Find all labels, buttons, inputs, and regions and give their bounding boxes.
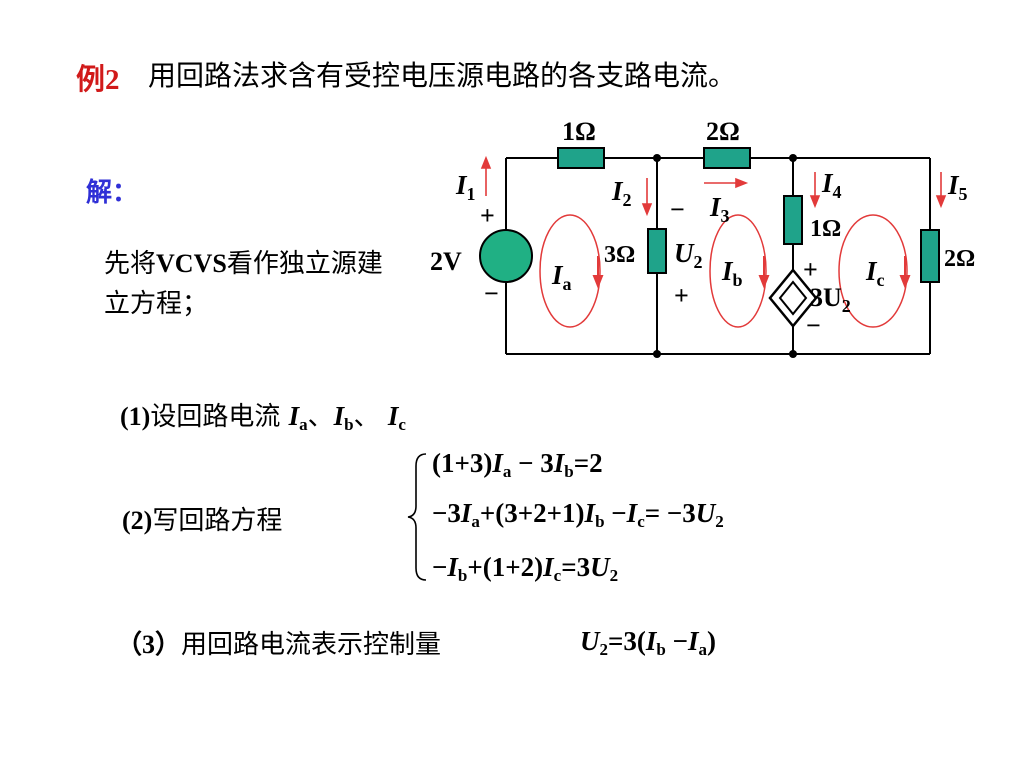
step-2-number: (2) [122,506,153,535]
loop-arrows [592,256,911,289]
page-title: 用回路法求含有受控电压源电路的各支路电流。 [148,59,737,92]
u2-minus-sign: − [670,195,685,224]
solution-note: 先将VCVS看作独立源建立方程； [104,244,384,324]
step-3-number: （3） [116,630,182,659]
label-r-right-1: 1Ω [810,216,841,242]
step-2-text: 写回路方程 [152,506,283,536]
step-1: (1)设回路电流 Ia、Ib、 Ic [120,401,406,434]
dep-plus-sign: + [803,255,818,284]
branch-arrows [480,155,947,217]
step-1-sep2: 、 [353,402,380,432]
dependent-source-inner [778,280,808,316]
label-dep-source: 3U2 [810,283,851,316]
solution-label: 解： [86,178,139,208]
label-Ia: Ia [551,260,572,294]
control-equation: U2=3(Ib −Ia) [580,626,717,659]
equation-3: −Ib+(1+2)Ic=3U2 [432,552,619,585]
label-I4: I4 [821,168,842,202]
note-prefix: 先将 [104,249,157,279]
step-3: （3）用回路电流表示控制量 [116,624,441,661]
resistor-2ohm-top [703,147,751,169]
source-minus-sign: − [484,279,499,308]
node-dot [789,154,797,162]
label-I5: I5 [947,170,968,204]
step-1-number: (1) [120,402,151,431]
circuit-wires [505,157,931,355]
step-1-text: 设回路电流 [150,402,281,432]
label-Ic: Ic [865,256,885,290]
resistor-1ohm-right [783,195,803,245]
label-I3: I3 [709,192,730,226]
label-r-top-left: 1Ω [562,117,596,146]
node-dot [653,154,661,162]
resistor-3ohm [647,228,667,274]
source-plus-sign: + [480,201,495,230]
step-2: (2)写回路方程 [122,500,282,537]
note-bold: VCVS [156,249,227,278]
label-U2: U2 [674,238,703,272]
label-r-right-2: 2Ω [944,246,975,272]
loop-b-ellipse [709,214,767,328]
equation-1: (1+3)Ia − 3Ib=2 [432,448,603,481]
label-I2: I2 [611,176,632,210]
step-1-sep1: 、 [307,402,334,432]
equation-brace [407,453,427,581]
label-r-top-right: 2Ω [706,117,740,146]
label-Ib: Ib [721,256,743,290]
example-label: 例2 [76,64,120,96]
label-r-mid: 3Ω [604,242,635,268]
dep-minus-sign: − [806,311,821,340]
loop-c-ellipse [838,214,908,328]
resistor-2ohm-right [920,229,940,283]
loop-a-ellipse [539,214,601,328]
circuit-diagram: 1Ω 2Ω 3Ω 1Ω 2Ω 2V I1 I2 I3 I4 I5 Ia Ib I… [430,117,975,358]
label-source-voltage: 2V [430,247,462,276]
loop-ellipses [539,214,908,328]
voltage-source [479,229,533,283]
u2-plus-sign: + [674,281,689,310]
step-3-text: 用回路电流表示控制量 [181,630,442,660]
node-dot [789,350,797,358]
node-dot [653,350,661,358]
label-I1: I1 [455,170,476,204]
equation-2: −3Ia+(3+2+1)Ib −Ic= −3U2 [432,498,724,531]
resistor-1ohm-top [557,147,605,169]
note-suffix: 看作独立源建立方程； [104,249,383,319]
